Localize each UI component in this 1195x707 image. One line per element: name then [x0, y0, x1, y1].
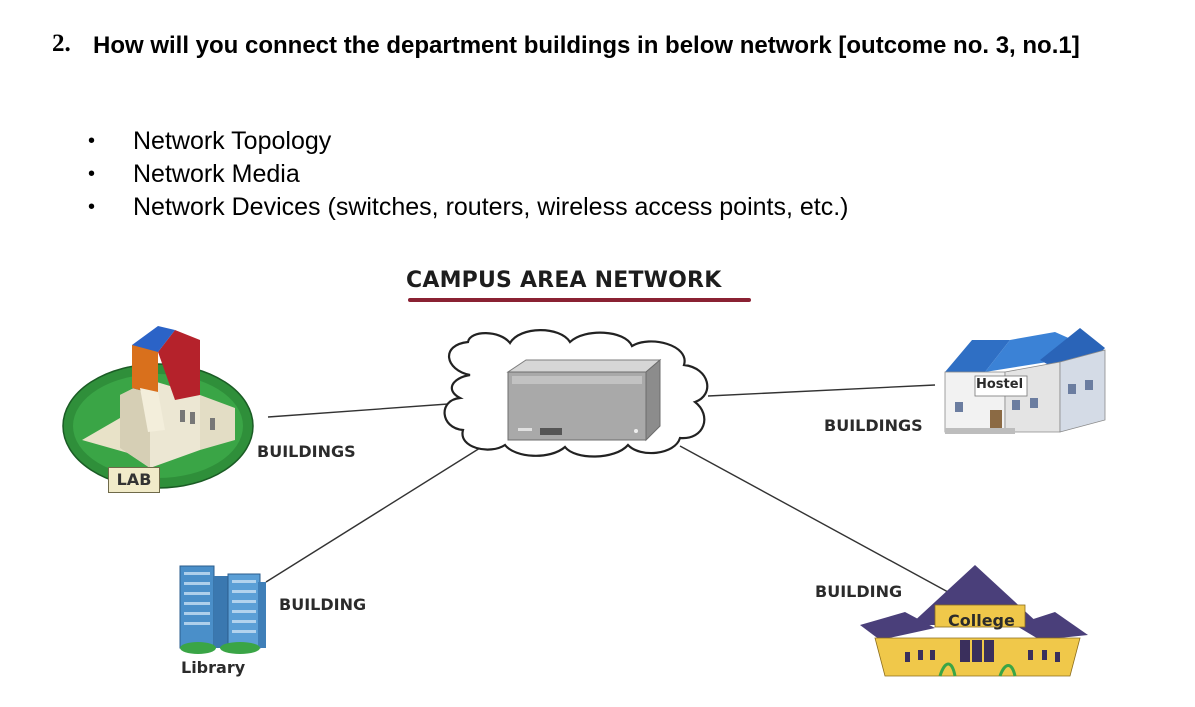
lab-link-label: BUILDINGS: [257, 442, 356, 461]
requirement-list: • Network Topology • Network Media • Networ…: [88, 125, 849, 224]
diagram-title: CAMPUS AREA NETWORK: [406, 268, 722, 293]
lab-label: LAB: [108, 467, 160, 493]
link-college: [679, 445, 949, 593]
college-link-label: BUILDING: [815, 582, 903, 601]
bullet-icon: •: [88, 130, 96, 152]
hostel-link-label: BUILDINGS: [824, 416, 923, 435]
library-building-icon: [179, 565, 266, 654]
library-link-label: BUILDING: [279, 595, 367, 614]
list-item-text: Network Media: [133, 160, 300, 188]
list-item: • Network Topology: [88, 125, 849, 158]
bullet-icon: •: [88, 196, 96, 218]
lab-building-icon: [62, 326, 254, 489]
hostel-building-icon: [944, 328, 1106, 434]
link-hostel: [707, 384, 936, 397]
link-library: [265, 447, 481, 583]
server-icon: [506, 358, 662, 442]
question-number: 2.: [52, 30, 71, 57]
hostel-label: Hostel: [976, 377, 1024, 392]
list-item: • Network Devices (switches, routers, wir…: [88, 191, 849, 224]
bullet-icon: •: [88, 163, 96, 185]
list-item-text: Network Topology: [133, 127, 332, 155]
list-item: • Network Media: [88, 158, 849, 191]
college-building-icon: [860, 565, 1088, 677]
question-text: How will you connect the department buil…: [93, 32, 1080, 59]
library-label: Library: [181, 658, 246, 677]
list-item-text: Network Devices (switches, routers, wire…: [133, 193, 849, 221]
college-label: College: [948, 611, 1015, 630]
link-lab: [267, 402, 463, 418]
title-underline: [408, 298, 751, 302]
